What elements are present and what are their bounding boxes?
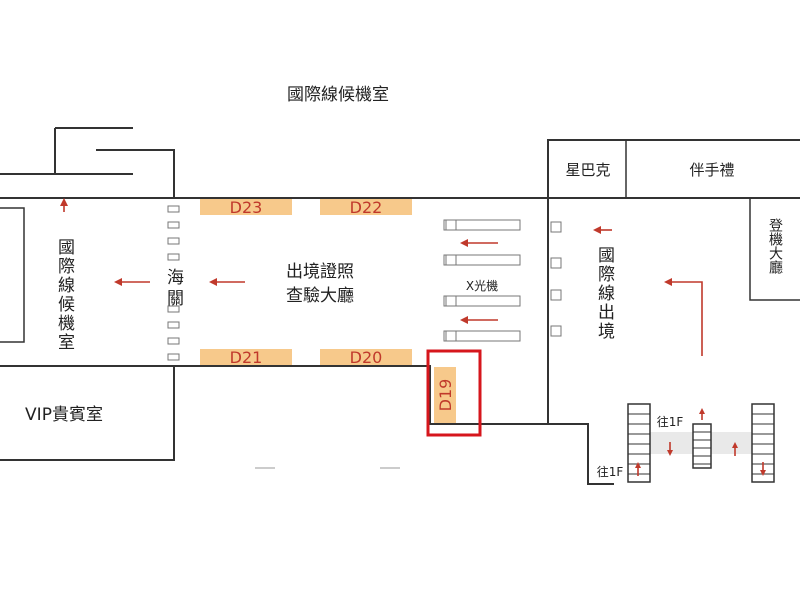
wall-top-left-3 — [96, 149, 175, 198]
gate-d19-highlight — [426, 349, 482, 437]
label-xray[interactable]: X光機 — [466, 278, 498, 293]
gate-d19-pad — [434, 367, 456, 423]
gate-d23-label[interactable]: D23 — [230, 198, 263, 217]
label-to-1f-left[interactable]: 往1F — [597, 464, 624, 479]
gate-d20-label[interactable]: D20 — [350, 348, 383, 367]
gate-d20-pad — [320, 349, 412, 365]
wall-corridor-bottom-left — [0, 365, 175, 461]
label-international-waiting-room-top[interactable]: 國際線候機室 — [287, 85, 389, 105]
gate-d19-label[interactable]: D19 — [436, 379, 455, 412]
stairs — [627, 403, 775, 483]
label-departure-hall-line2[interactable]: 查驗大廳 — [286, 286, 354, 306]
customs-booths — [167, 205, 180, 361]
label-international-departure[interactable]: 國際線出境 — [594, 246, 615, 341]
flow-arrows — [60, 198, 703, 356]
xray-lanes — [443, 219, 562, 342]
label-vip-room[interactable]: VIP貴賓室 — [25, 405, 103, 425]
walls — [0, 127, 800, 485]
label-boarding-lobby[interactable]: 登機大廳 — [767, 218, 783, 275]
escalator-middle[interactable] — [692, 423, 712, 469]
wall-lower-right — [548, 423, 614, 485]
label-customs[interactable]: 海關 — [163, 268, 184, 310]
wall-boarding-box — [749, 198, 800, 301]
escalator-left[interactable] — [627, 403, 651, 483]
wall-corridor-bottom-mid — [174, 365, 548, 425]
gate-d22-pad — [320, 199, 412, 215]
gates: D23 D22 D21 D20 D19 — [200, 198, 482, 437]
gate-d22-label[interactable]: D22 — [350, 198, 383, 217]
wall-right-block — [547, 139, 800, 424]
label-starbucks[interactable]: 星巴克 — [565, 161, 610, 179]
label-to-1f-right[interactable]: 往1F — [657, 414, 684, 429]
gate-d21-pad — [200, 349, 292, 365]
wall-left-room — [0, 207, 25, 343]
label-departure-hall-line1[interactable]: 出境證照 — [286, 262, 354, 282]
labels: 國際線候機室 國際線候機室 海關 出境證照 查驗大廳 X光機 國際線出境 星巴克… — [25, 85, 783, 479]
label-souvenir[interactable]: 伴手禮 — [689, 161, 734, 179]
label-international-waiting-room-left[interactable]: 國際線候機室 — [54, 238, 75, 352]
gate-d23-pad — [200, 199, 292, 215]
gate-d21-label[interactable]: D21 — [230, 348, 263, 367]
